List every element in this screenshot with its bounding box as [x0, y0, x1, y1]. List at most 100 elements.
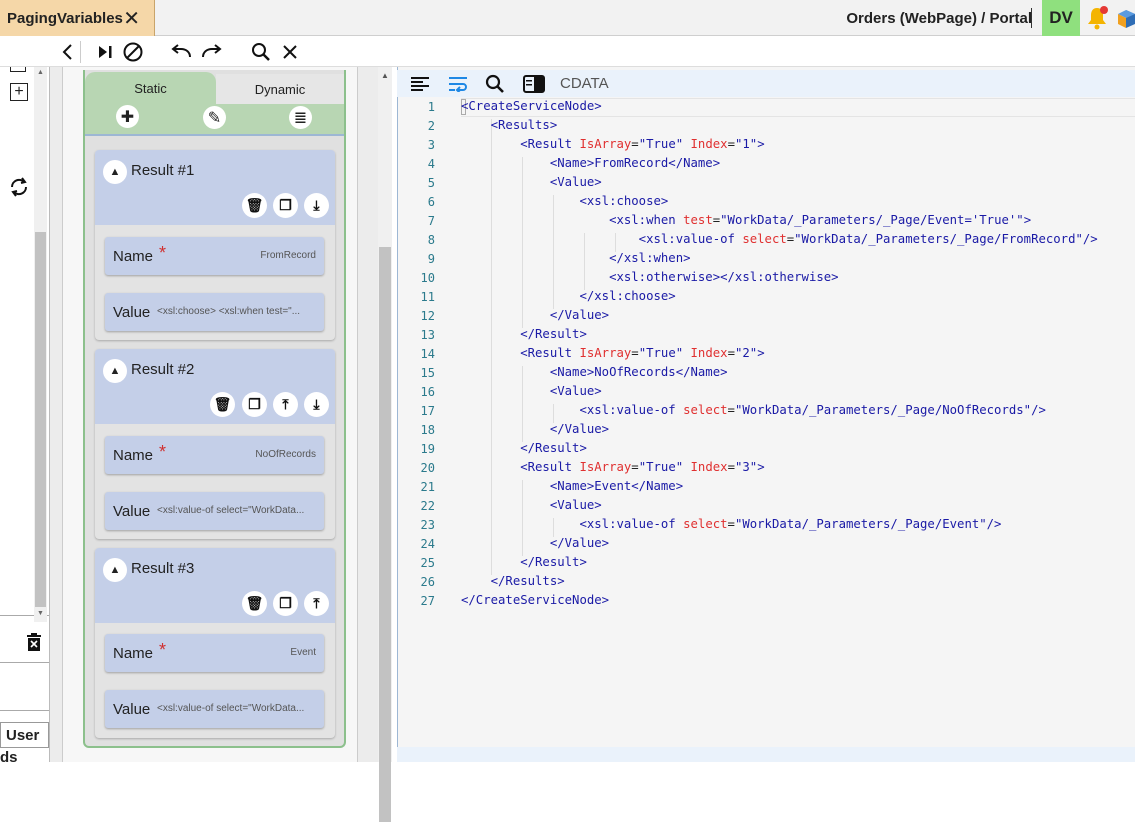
app-cube-icon[interactable]	[1118, 4, 1135, 32]
value-field[interactable]: Value <xsl:choose> <xsl:when test="...	[105, 293, 324, 331]
collapse-icon[interactable]: ▲	[103, 359, 127, 383]
edit-list-icon[interactable]: ≣	[289, 106, 312, 129]
copy-icon[interactable]: ❐	[273, 591, 298, 616]
indent-guide	[553, 404, 554, 423]
result-title: Result #2	[131, 361, 195, 378]
name-label: Name	[113, 447, 154, 464]
breadcrumb[interactable]: Orders (WebPage) / Portal	[846, 9, 1032, 27]
delete-icon[interactable]: 🗑	[242, 591, 267, 616]
code-line[interactable]: <Value>	[461, 384, 602, 398]
value-field[interactable]: Value <xsl:value-of select="WorkData...	[105, 492, 324, 530]
user-avatar[interactable]: DV	[1042, 0, 1080, 36]
code-line[interactable]: </Result>	[461, 441, 587, 455]
edit-icon[interactable]: ✎	[203, 106, 226, 129]
side-panel-icon[interactable]	[523, 70, 545, 97]
user-column-header[interactable]: User	[0, 722, 49, 748]
code-line[interactable]: </Result>	[461, 327, 587, 341]
code-line[interactable]: <xsl:choose>	[461, 194, 669, 208]
collapse-icon[interactable]	[10, 67, 26, 72]
word-wrap-icon[interactable]	[449, 70, 467, 97]
code-line[interactable]: <Results>	[461, 118, 558, 132]
document-tab[interactable]: PagingVariables ✕	[0, 0, 155, 36]
divider	[0, 662, 49, 663]
result-card-header: ▲ Result #1 🗑 ❐ ⤓	[95, 150, 335, 225]
panel-scrollbar[interactable]: ▲	[378, 67, 392, 822]
move-down-icon[interactable]: ⤓	[304, 392, 329, 417]
code-lines[interactable]: 1<CreateServiceNode>2 <Results>3 <Result…	[397, 98, 1135, 613]
back-icon[interactable]	[55, 40, 79, 64]
code-line[interactable]: <CreateServiceNode>	[461, 99, 602, 113]
line-number: 17	[420, 404, 435, 418]
cdata-button[interactable]: CDATA	[560, 75, 609, 92]
collapse-icon[interactable]: ▲	[103, 160, 127, 184]
clear-icon[interactable]	[278, 40, 302, 64]
code-line[interactable]: <Result IsArray="True" Index="1">	[461, 137, 765, 151]
indent-guide	[522, 480, 523, 556]
code-line[interactable]: <Name>FromRecord</Name>	[461, 156, 721, 170]
move-up-icon[interactable]: ⤒	[273, 392, 298, 417]
code-line[interactable]: <Result IsArray="True" Index="2">	[461, 346, 765, 360]
code-line[interactable]: </Result>	[461, 555, 587, 569]
copy-icon[interactable]: ❐	[273, 193, 298, 218]
value-preview: <xsl:choose> <xsl:when test="...	[157, 306, 301, 317]
copy-icon[interactable]: ❐	[242, 392, 267, 417]
result-title: Result #3	[131, 560, 195, 577]
code-editor[interactable]	[397, 67, 1135, 762]
notification-bell-icon[interactable]	[1083, 4, 1111, 32]
expand-icon[interactable]: +	[10, 83, 28, 101]
sidebar-scrollbar[interactable]: ▲ ▼	[34, 67, 47, 622]
tab-static[interactable]: Static	[85, 72, 216, 104]
scrollbar-thumb[interactable]	[35, 232, 46, 607]
code-line[interactable]: </Results>	[461, 574, 565, 588]
add-icon[interactable]: ✚	[116, 105, 139, 128]
stop-icon[interactable]	[121, 40, 145, 64]
refresh-icon[interactable]	[8, 175, 30, 204]
move-up-icon[interactable]: ⤒	[304, 591, 329, 616]
value-field[interactable]: Value <xsl:value-of select="WorkData...	[105, 690, 324, 728]
required-mark: *	[159, 640, 167, 660]
value-label: Value	[113, 503, 151, 520]
code-line[interactable]: <xsl:value-of select="WorkData/_Paramete…	[461, 403, 1046, 417]
code-line[interactable]: </xsl:choose>	[461, 289, 676, 303]
scroll-down-icon[interactable]: ▼	[37, 610, 44, 617]
delete-icon[interactable]: 🗑	[242, 193, 267, 218]
scroll-up-icon[interactable]: ▲	[381, 71, 389, 80]
scroll-up-icon[interactable]: ▲	[37, 69, 44, 76]
name-field[interactable]: Name * FromRecord	[105, 237, 324, 275]
code-line[interactable]: <Result IsArray="True" Index="3">	[461, 460, 765, 474]
tab-dynamic[interactable]: Dynamic	[216, 74, 344, 104]
format-icon[interactable]	[411, 70, 429, 97]
collapse-icon[interactable]: ▲	[103, 558, 127, 582]
line-number: 7	[427, 214, 435, 228]
code-line[interactable]: <Value>	[461, 498, 602, 512]
indent-guide	[584, 233, 585, 290]
scrollbar-thumb[interactable]	[379, 247, 391, 822]
delete-icon[interactable]: 🗑	[210, 392, 235, 417]
code-line[interactable]: </xsl:when>	[461, 251, 691, 265]
name-value: Event	[290, 647, 316, 658]
code-line[interactable]: <Name>Event</Name>	[461, 479, 684, 493]
code-line[interactable]: </Value>	[461, 536, 610, 550]
code-line[interactable]: </Value>	[461, 422, 610, 436]
line-number: 4	[427, 157, 435, 171]
code-line[interactable]: <xsl:otherwise></xsl:otherwise>	[461, 270, 839, 284]
redo-icon[interactable]	[199, 40, 223, 64]
step-forward-icon[interactable]	[93, 40, 117, 64]
name-field[interactable]: Name * NoOfRecords	[105, 436, 324, 474]
code-line[interactable]: <xsl:when test="WorkData/_Parameters/_Pa…	[461, 213, 1032, 227]
delete-icon[interactable]	[26, 633, 42, 656]
undo-icon[interactable]	[170, 40, 194, 64]
name-field[interactable]: Name * Event	[105, 634, 324, 672]
code-line[interactable]: </Value>	[461, 308, 610, 322]
code-line[interactable]: <xsl:value-of select="WorkData/_Paramete…	[461, 517, 1002, 531]
line-number: 3	[427, 138, 435, 152]
code-line[interactable]: </CreateServiceNode>	[461, 593, 610, 607]
search-icon[interactable]	[249, 40, 273, 64]
move-down-icon[interactable]: ⤓	[304, 193, 329, 218]
code-line[interactable]: <xsl:value-of select="WorkData/_Paramete…	[461, 232, 1098, 246]
close-icon[interactable]: ✕	[123, 7, 140, 30]
value-preview: <xsl:value-of select="WorkData...	[157, 505, 305, 516]
code-line[interactable]: <Name>NoOfRecords</Name>	[461, 365, 728, 379]
code-line[interactable]: <Value>	[461, 175, 602, 189]
search-icon[interactable]	[485, 70, 505, 97]
